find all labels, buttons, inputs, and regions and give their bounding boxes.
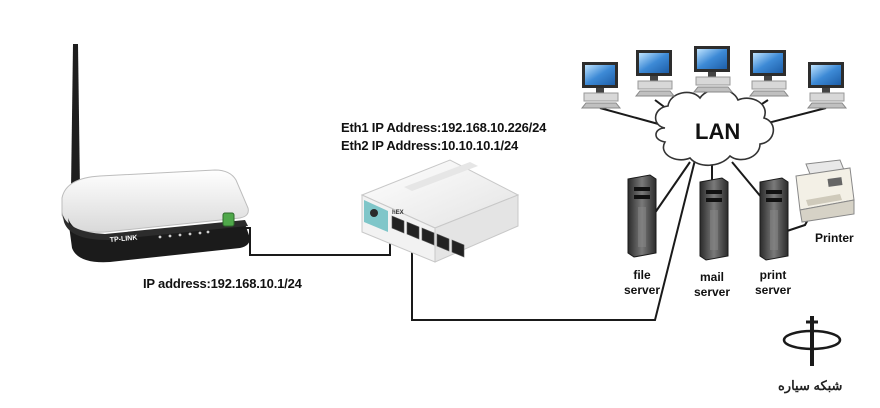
print-server-label: print server [738, 268, 808, 298]
workstation-3 [692, 46, 734, 93]
mikrotik-brand-label: hEX [392, 210, 404, 216]
tp-link-router: TP-LINK [61, 44, 250, 263]
mail-server [699, 177, 729, 261]
router-antenna [71, 44, 80, 190]
workstation-1 [580, 62, 622, 109]
mikrotik-power-jack [370, 209, 378, 217]
workstation-4 [748, 50, 790, 97]
file-server-label-line2: server [623, 283, 661, 297]
printer-device [795, 159, 855, 223]
file-server-label: file server [607, 268, 677, 298]
mikrotik-ports [391, 215, 465, 258]
cable-mikrotik-to-lan [411, 159, 696, 321]
router-wps-button [222, 212, 235, 227]
mikrotik-hex-router: hEX [360, 159, 520, 263]
cable-lan-to-pc1 [599, 107, 663, 126]
eth2-ip-label: Eth2 IP Address:10.10.10.1/24 [341, 138, 519, 153]
mail-server-label-line1: mail [699, 270, 724, 284]
workstation-2 [634, 50, 676, 97]
print-server-label-line1: print [759, 268, 787, 282]
print-server [759, 177, 789, 261]
mail-server-label: mail server [677, 270, 747, 300]
lan-label: LAN [695, 119, 741, 144]
cable-lan-to-file-server [649, 161, 691, 221]
workstation-5 [806, 62, 848, 109]
watermark-text: شبکه سیاره [778, 378, 843, 393]
mail-server-label-line2: server [693, 285, 731, 299]
router-ip-label: IP address:192.168.10.1/24 [143, 276, 302, 291]
eth1-ip-label: Eth1 IP Address:192.168.10.226/24 [341, 120, 547, 135]
printer-label: Printer [815, 231, 854, 245]
file-server [627, 174, 657, 258]
router-brand-label: TP-LINK [110, 235, 138, 244]
lan-cloud [654, 88, 775, 167]
file-server-label-line1: file [633, 268, 651, 282]
watermark-logo [782, 316, 842, 366]
print-server-label-line2: server [754, 283, 792, 297]
